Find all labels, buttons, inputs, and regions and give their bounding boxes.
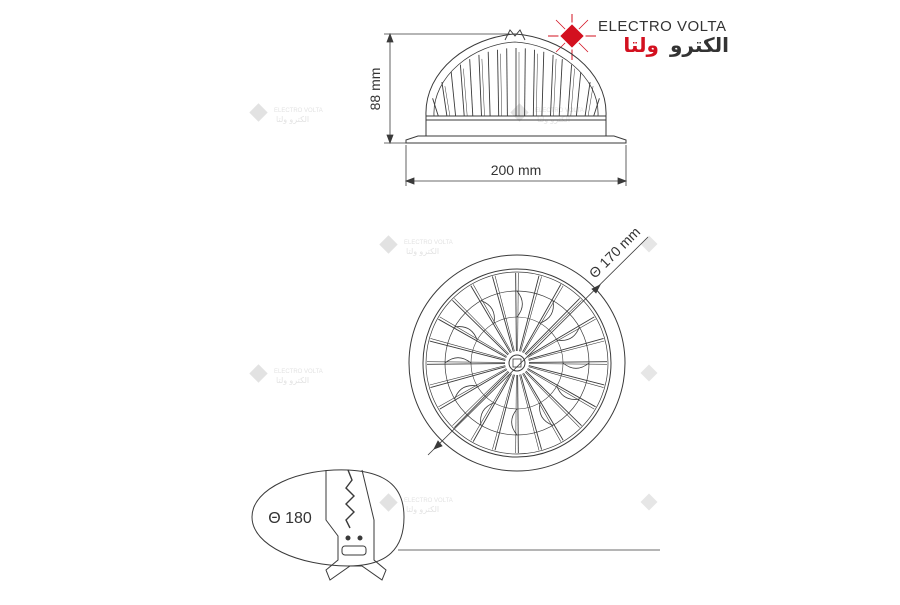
watermark-text-en: ELECTRO VOLTA xyxy=(274,369,323,375)
side-fins xyxy=(432,48,600,117)
watermark-1: ELECTRO VOLTA الكترو ولتا xyxy=(249,103,323,124)
side-flange xyxy=(405,135,627,144)
front-view xyxy=(408,254,626,472)
brand-name-ar-red: ولتا xyxy=(623,35,659,57)
side-dome xyxy=(425,33,607,117)
brand-logo: ELECTRO VOLTA الكترو ولتا xyxy=(548,14,729,60)
watermark-text-ar: الكترو ولتا xyxy=(406,247,439,256)
clip-slot xyxy=(341,545,367,556)
height-label: 88 mm xyxy=(367,68,383,111)
side-collar xyxy=(425,115,607,137)
logo-diamond-icon xyxy=(558,22,586,50)
front-center-hub xyxy=(508,354,526,372)
watermark-text-ar: الكترو ولتا xyxy=(406,505,439,514)
side-view xyxy=(405,29,627,144)
front-fins xyxy=(427,273,607,453)
watermark-2: ELECTRO VOLTA الكترو ولتا xyxy=(379,235,453,256)
watermark-5: ELECTRO VOLTA الكترو ولتا xyxy=(510,103,584,124)
brand-name-en: ELECTRO VOLTA xyxy=(598,18,726,35)
front-inner-ring xyxy=(422,268,612,458)
diameter-dimension xyxy=(427,236,649,456)
watermark-3: ELECTRO VOLTA الكترو ولتا xyxy=(249,364,323,385)
detail-bubble xyxy=(251,469,405,567)
watermark-text-en: ELECTRO VOLTA xyxy=(274,108,323,114)
width-dimension xyxy=(404,145,628,186)
front-outer-ring xyxy=(408,254,626,472)
watermark-6 xyxy=(640,235,658,511)
spring-clip xyxy=(325,469,387,581)
watermark-text-ar: الكترو ولتا xyxy=(276,376,309,385)
width-label: 200 mm xyxy=(491,162,542,178)
diameter-label: Θ 170 mm xyxy=(586,224,644,282)
height-dimension xyxy=(384,32,510,145)
cutout-detail xyxy=(251,469,405,581)
watermark-text-en: ELECTRO VOLTA xyxy=(404,498,453,504)
brand-name-ar-dark: الكترو xyxy=(669,35,729,57)
cutout-label: Θ 180 xyxy=(268,510,312,527)
watermark-4: ELECTRO VOLTA الكترو ولتا xyxy=(379,493,453,514)
watermark-text-ar: الكترو ولتا xyxy=(276,115,309,124)
watermark-text-en: ELECTRO VOLTA xyxy=(404,240,453,246)
